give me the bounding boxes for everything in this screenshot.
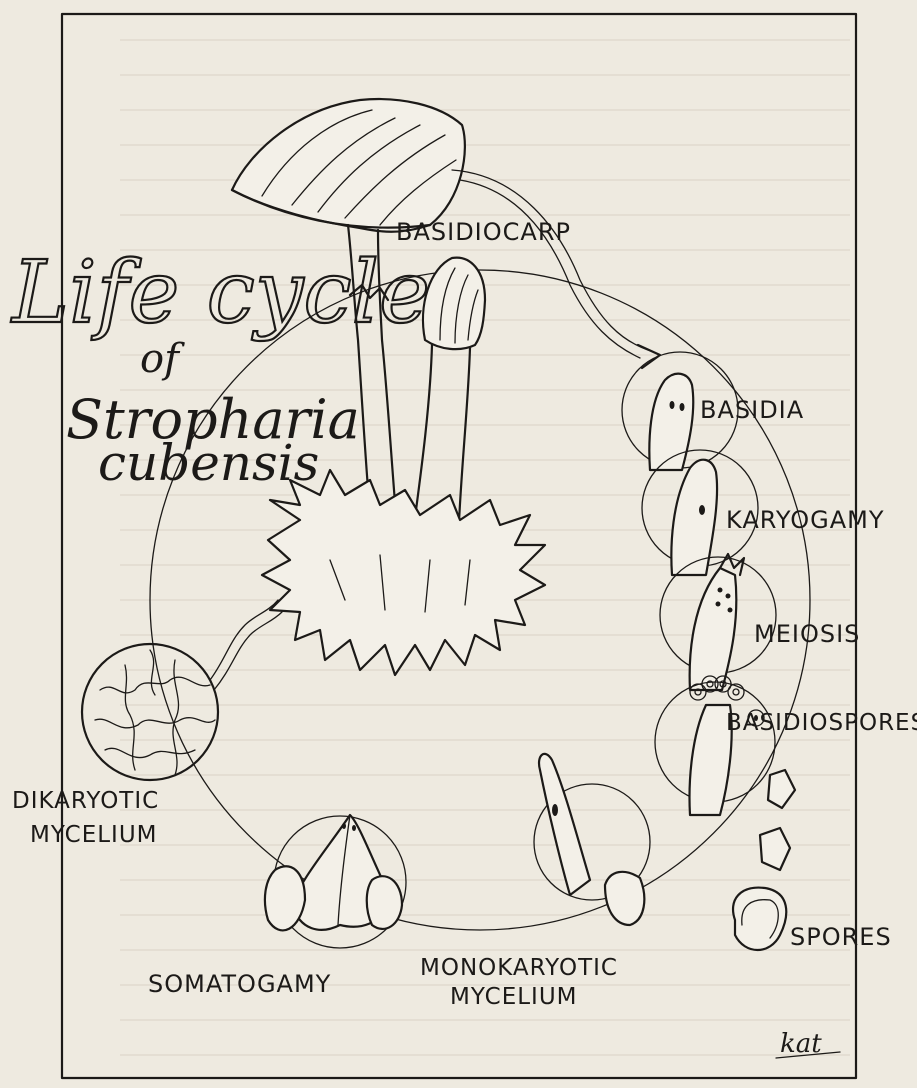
title-of: of [140, 336, 185, 382]
label-basidia: BASIDIA [700, 396, 804, 424]
label-dikaryotic-line1: DIKARYOTIC [12, 788, 159, 814]
label-monokaryotic-line2: MYCELIUM [450, 984, 578, 1010]
label-meiosis: MEIOSIS [754, 620, 860, 648]
label-monokaryotic-line1: MONOKARYOTIC [420, 955, 618, 981]
label-basidiospores: BASIDIOSPORES [726, 710, 917, 736]
label-basidiocarp: BASIDIOCARP [396, 218, 571, 246]
basidiospores-stage [655, 676, 775, 815]
label-dikaryotic-line2: MYCELIUM [30, 822, 158, 848]
dikaryotic-mycelium-stage [82, 600, 282, 780]
title-life-cycle: Life cycle [10, 243, 430, 343]
label-spores: SPORES [790, 923, 892, 951]
diagram-title: Life cycle of Strophariа cubensis [10, 243, 430, 492]
monokaryotic-mycelium-stage [534, 754, 650, 925]
spores-stage [733, 770, 795, 950]
somatogamy-stage [265, 815, 406, 948]
label-karyogamy: KARYOGAMY [726, 506, 885, 534]
title-cubensis: cubensis [98, 434, 319, 492]
label-somatogamy: SOMATOGAMY [148, 970, 331, 998]
